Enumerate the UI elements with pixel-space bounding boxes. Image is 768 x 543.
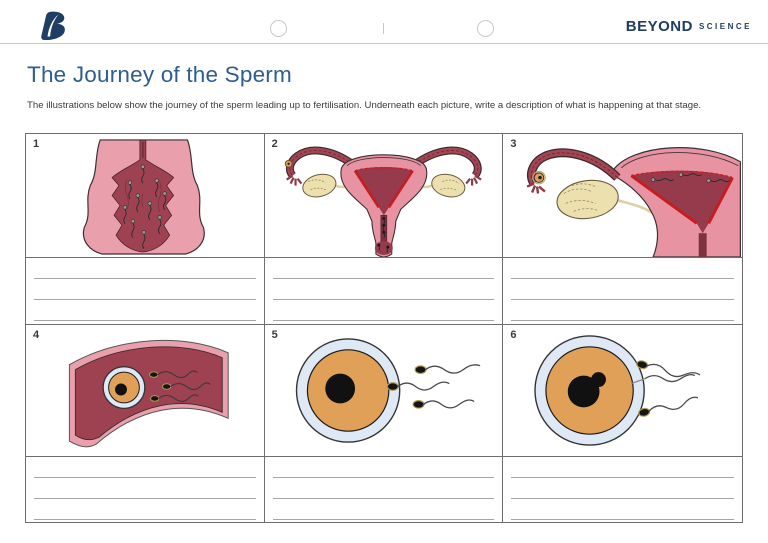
panel-number: 6 <box>510 329 517 341</box>
writing-line[interactable] <box>34 478 256 499</box>
writing-line[interactable] <box>34 499 256 520</box>
egg-in-fallopian-tube-illustration <box>68 339 229 448</box>
brand-secondary-text: SCIENCE <box>698 22 752 31</box>
writing-line[interactable] <box>272 258 495 279</box>
writing-line[interactable] <box>272 478 495 499</box>
sperm-nucleus-fusing <box>591 372 607 388</box>
writing-line[interactable] <box>511 478 734 499</box>
fallopian-tube-icon <box>285 146 482 186</box>
fertilisation-illustration <box>534 335 701 446</box>
panel-number: 4 <box>33 329 40 341</box>
panel-1: 1 <box>26 134 265 325</box>
uterus-illustration <box>284 146 482 257</box>
sperm-icons <box>122 164 167 249</box>
egg-icon <box>102 366 146 410</box>
panel-3-answer-area[interactable] <box>503 258 742 324</box>
brand-primary-text: BEYOND <box>625 18 693 35</box>
page-header: BEYOND SCIENCE <box>0 0 768 44</box>
panels-grid: 1 <box>25 133 743 523</box>
writing-line[interactable] <box>511 457 734 478</box>
egg-icon <box>284 159 293 168</box>
writing-line[interactable] <box>272 499 495 520</box>
egg-icon <box>534 335 646 446</box>
panel-5: 5 <box>264 325 504 522</box>
panel-6: 6 <box>503 325 742 522</box>
uterine-cavity-shape <box>354 166 413 216</box>
egg-icon <box>295 338 401 443</box>
writing-line[interactable] <box>34 457 256 478</box>
egg-icon <box>532 170 547 185</box>
fallopian-tube-icon <box>526 148 621 194</box>
panel-3: 3 <box>503 134 742 325</box>
writing-line[interactable] <box>511 499 734 520</box>
writing-line[interactable] <box>272 300 495 321</box>
sperm-icons <box>386 364 480 409</box>
sperm-icons <box>377 216 389 253</box>
panel-5-answer-area[interactable] <box>265 457 503 522</box>
beyond-logo-icon <box>41 11 65 40</box>
panel-number: 2 <box>271 138 278 150</box>
panel-number: 5 <box>271 329 278 341</box>
writing-line[interactable] <box>34 279 256 300</box>
panel-5-figure: 5 <box>264 325 503 457</box>
writing-line[interactable] <box>511 279 734 300</box>
panel-2: 2 <box>264 134 504 325</box>
panel-6-answer-area[interactable] <box>503 457 742 522</box>
writing-line[interactable] <box>272 279 495 300</box>
panel-2-figure: 2 <box>264 134 503 258</box>
panel-1-answer-area[interactable] <box>26 258 264 324</box>
vaginal-folds <box>124 179 162 212</box>
punch-hole-mark <box>477 20 494 37</box>
worksheet-title: The Journey of the Sperm <box>27 62 292 87</box>
ovary-icon <box>301 173 466 198</box>
panel-4-answer-area[interactable] <box>26 457 264 522</box>
sperm-icons <box>636 360 701 417</box>
panel-1-figure: 1 <box>26 134 264 258</box>
panel-4-figure: 4 <box>26 325 264 457</box>
fallopian-tube-ovary-illustration <box>526 147 742 257</box>
brand-wordmark: BEYOND SCIENCE <box>626 18 752 35</box>
sperm-in-vagina-illustration <box>82 139 205 255</box>
sperm-icons <box>149 370 211 402</box>
tube-interior-shape <box>74 346 223 441</box>
writing-line[interactable] <box>511 300 734 321</box>
panel-2-answer-area[interactable] <box>265 258 503 324</box>
writing-line[interactable] <box>34 300 256 321</box>
writing-line[interactable] <box>272 457 495 478</box>
sperm-icons <box>651 172 731 183</box>
sperm-at-egg-illustration <box>295 338 480 443</box>
vaginal-canal-shape <box>111 139 175 253</box>
punch-hole-mark <box>270 20 287 37</box>
panel-6-figure: 6 <box>503 325 742 457</box>
panel-3-figure: 3 <box>503 134 742 258</box>
panel-4: 4 <box>26 325 265 522</box>
center-registration-mark <box>383 23 384 34</box>
panel-number: 1 <box>33 138 40 150</box>
writing-line[interactable] <box>511 258 734 279</box>
writing-line[interactable] <box>34 258 256 279</box>
worksheet-instructions: The illustrations below show the journey… <box>27 100 702 111</box>
uterine-cavity-shape <box>631 170 733 234</box>
panel-number: 3 <box>510 138 517 150</box>
ovary-icon <box>556 179 620 220</box>
